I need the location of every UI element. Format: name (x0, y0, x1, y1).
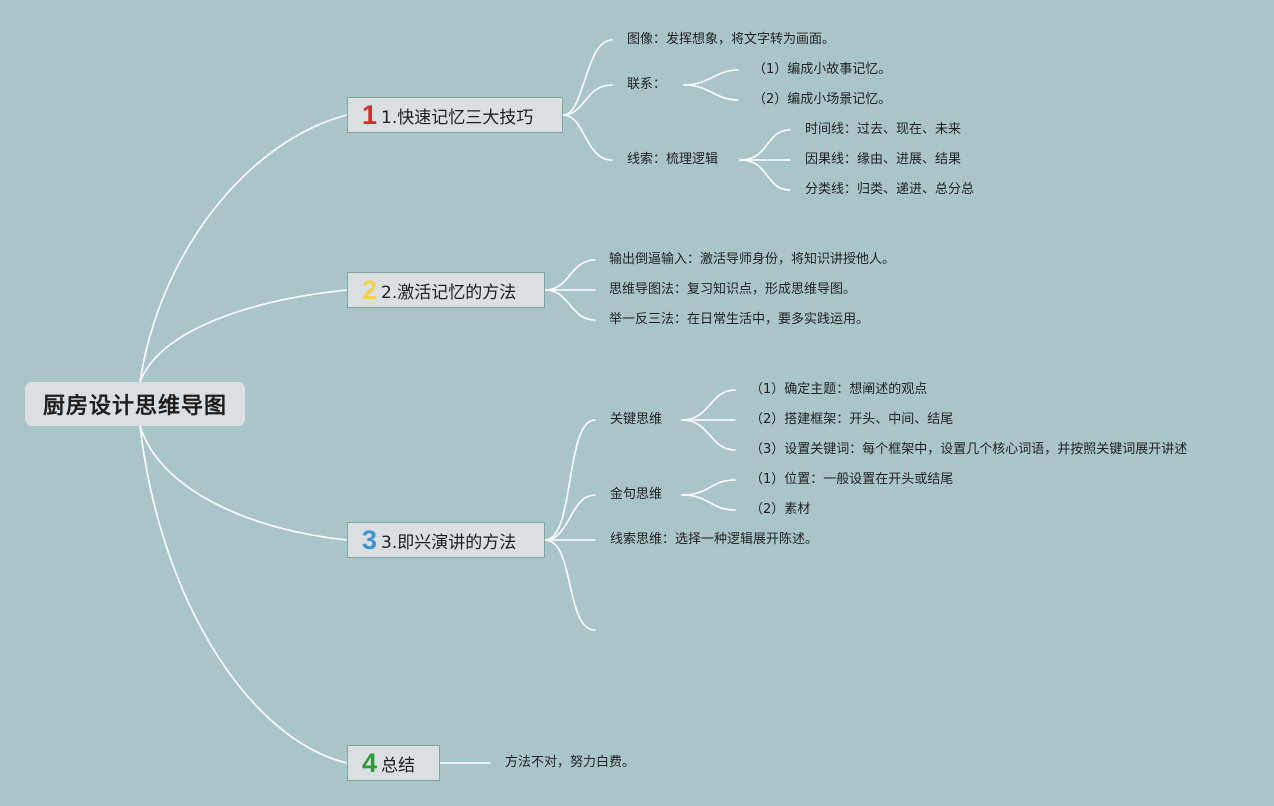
leaf-golden-item[interactable]: （2）素材 (750, 502, 811, 517)
number-badge-2: 2 (362, 274, 378, 305)
branch-label: 2.激活记忆的方法 (381, 282, 517, 303)
leaf-key-thinking[interactable]: 关键思维 (610, 412, 663, 427)
leaf-method[interactable]: 输出倒逼输入：激活导师身份，将知识讲授他人。 (609, 252, 896, 267)
branch-activate-memory[interactable]: 2 2.激活记忆的方法 (347, 272, 545, 308)
central-topic[interactable]: 厨房设计思维导图 (25, 382, 245, 426)
leaf-method[interactable]: 思维导图法：复习知识点，形成思维导图。 (609, 282, 857, 297)
leaf-key-item[interactable]: （2）搭建框架：开头、中间、结尾 (750, 412, 954, 427)
leaf-golden-item[interactable]: （1）位置：一般设置在开头或结尾 (750, 472, 954, 487)
leaf-clue-item[interactable]: 时间线：过去、现在、未来 (805, 122, 962, 137)
leaf-clue-thinking[interactable]: 线索思维：选择一种逻辑展开陈述。 (610, 532, 819, 547)
branch-memory-tips[interactable]: 1 1.快速记忆三大技巧 (347, 97, 563, 133)
leaf-clue-item[interactable]: 分类线：归类、递进、总分总 (805, 182, 975, 197)
leaf-golden-thinking[interactable]: 金句思维 (610, 487, 663, 502)
leaf-clue[interactable]: 线索：梳理逻辑 (627, 152, 719, 167)
branch-impromptu-speech[interactable]: 3 3.即兴演讲的方法 (347, 522, 545, 558)
leaf-key-item[interactable]: （3）设置关键词：每个框架中，设置几个核心词语，并按照关键词展开讲述 (750, 442, 1188, 457)
leaf-summary[interactable]: 方法不对，努力白费。 (505, 755, 636, 770)
leaf-method[interactable]: 举一反三法：在日常生活中，要多实践运用。 (609, 312, 870, 327)
branch-label: 3.即兴演讲的方法 (381, 532, 517, 553)
number-badge-3: 3 (362, 524, 378, 555)
leaf-link-item[interactable]: （2）编成小场景记忆。 (753, 92, 892, 107)
leaf-link[interactable]: 联系： (627, 77, 667, 92)
branch-summary[interactable]: 4 总结 (347, 745, 440, 781)
leaf-image[interactable]: 图像：发挥想象，将文字转为画面。 (627, 32, 836, 47)
branch-label: 1.快速记忆三大技巧 (381, 107, 534, 128)
number-badge-4: 4 (362, 747, 378, 778)
number-badge-1: 1 (362, 99, 378, 130)
leaf-link-item[interactable]: （1）编成小故事记忆。 (753, 62, 892, 77)
leaf-key-item[interactable]: （1）确定主题：想阐述的观点 (750, 382, 928, 397)
branch-label: 总结 (381, 755, 416, 776)
leaf-clue-item[interactable]: 因果线：缘由、进展、结果 (805, 152, 962, 167)
